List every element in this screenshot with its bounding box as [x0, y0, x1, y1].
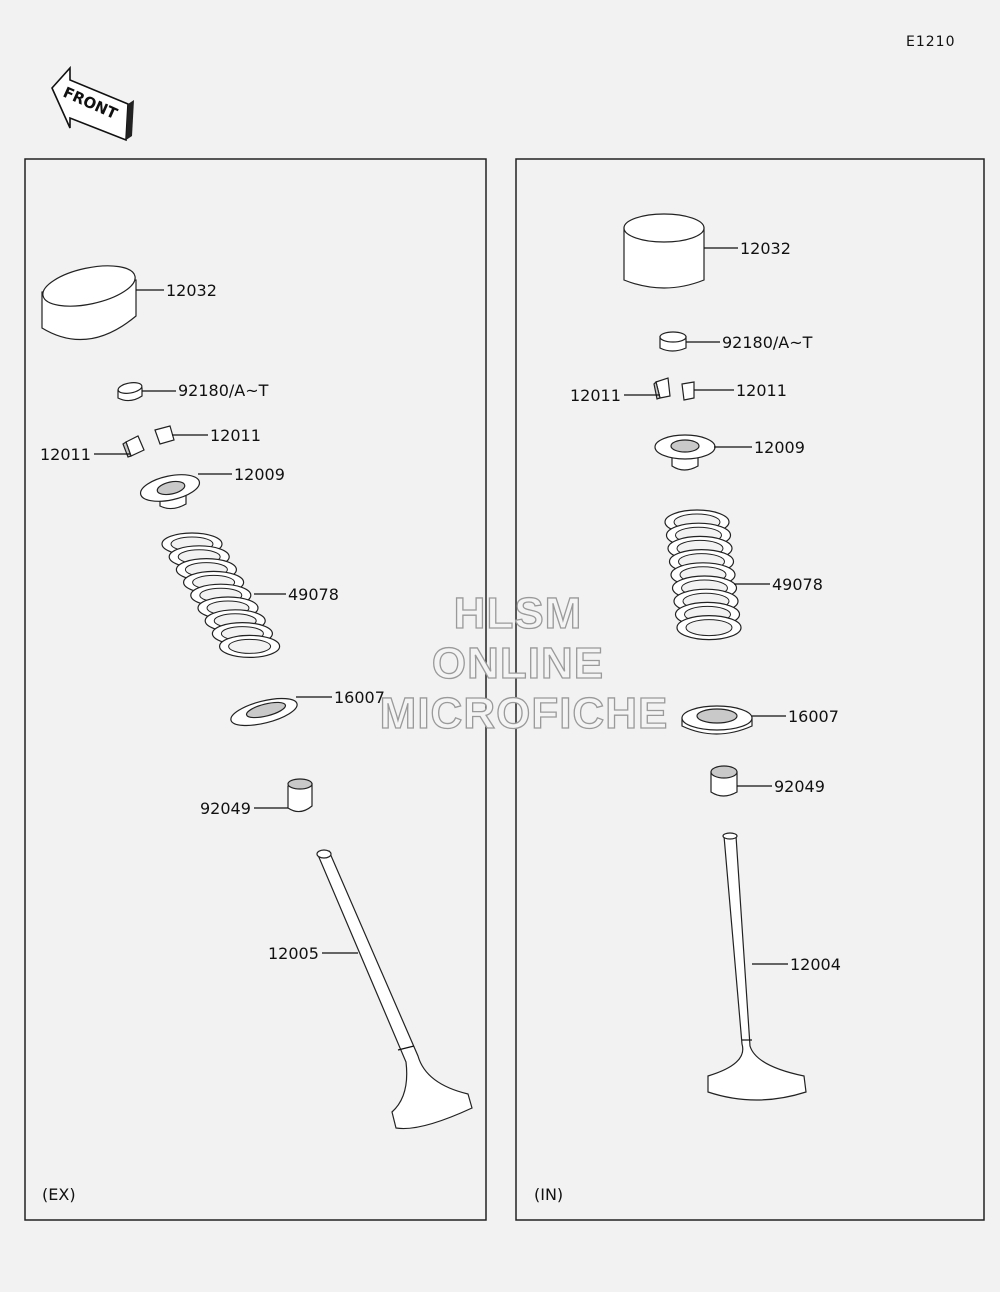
part-label-retainer: 12009	[234, 465, 285, 484]
keeper-left	[122, 435, 145, 458]
valve-lifter	[623, 213, 705, 289]
panel-tag-ex: (EX)	[42, 1185, 76, 1204]
part-label-shim: 92180/A~T	[722, 333, 813, 352]
watermark-line-3: MICROFICHE	[380, 689, 669, 738]
part-label-seal: 92049	[200, 799, 251, 818]
exhaust-valve	[316, 849, 473, 1130]
watermark-line-1: HLSM	[454, 589, 583, 638]
part-label-keeper-left: 12011	[40, 445, 91, 464]
valve-lifter	[41, 265, 137, 341]
spring-coil-inner	[228, 638, 272, 654]
part-label-keeper-right: 12011	[736, 381, 787, 400]
watermark: HLSM ONLINE MICROFICHE	[379, 588, 669, 738]
front-arrow-icon: FRONT	[51, 65, 134, 142]
shim	[659, 331, 687, 352]
keeper-right	[154, 425, 175, 445]
spring-coil-inner	[685, 619, 733, 637]
part-label-valve: 12004	[790, 955, 841, 974]
spring-seat	[230, 697, 298, 727]
keeper-left	[653, 377, 671, 400]
part-label-lifter: 12032	[166, 281, 217, 300]
part-label-seat: 16007	[788, 707, 839, 726]
spring-retainer	[654, 434, 716, 471]
watermark-line-2: ONLINE	[432, 639, 604, 688]
part-label-seal: 92049	[774, 777, 825, 796]
part-label-lifter: 12032	[740, 239, 791, 258]
valve-spring	[664, 509, 742, 641]
valve-stem-seal	[710, 765, 738, 797]
part-label-spring: 49078	[772, 575, 823, 594]
part-label-seat: 16007	[334, 688, 385, 707]
spring-retainer	[139, 474, 201, 510]
panel-tag-in: (IN)	[534, 1185, 563, 1204]
diagram-code: E1210	[906, 34, 955, 50]
part-label-shim: 92180/A~T	[178, 381, 269, 400]
part-label-retainer: 12009	[754, 438, 805, 457]
part-label-spring: 49078	[288, 585, 339, 604]
part-label-keeper-left: 12011	[570, 386, 621, 405]
valve-spring	[161, 532, 281, 659]
intake-valve	[707, 832, 807, 1101]
part-label-keeper-right: 12011	[210, 426, 261, 445]
shim	[117, 382, 143, 402]
spring-seat	[681, 705, 753, 735]
part-label-valve: 12005	[268, 944, 319, 963]
keeper-right	[681, 381, 695, 401]
valve-stem-seal	[287, 778, 313, 813]
